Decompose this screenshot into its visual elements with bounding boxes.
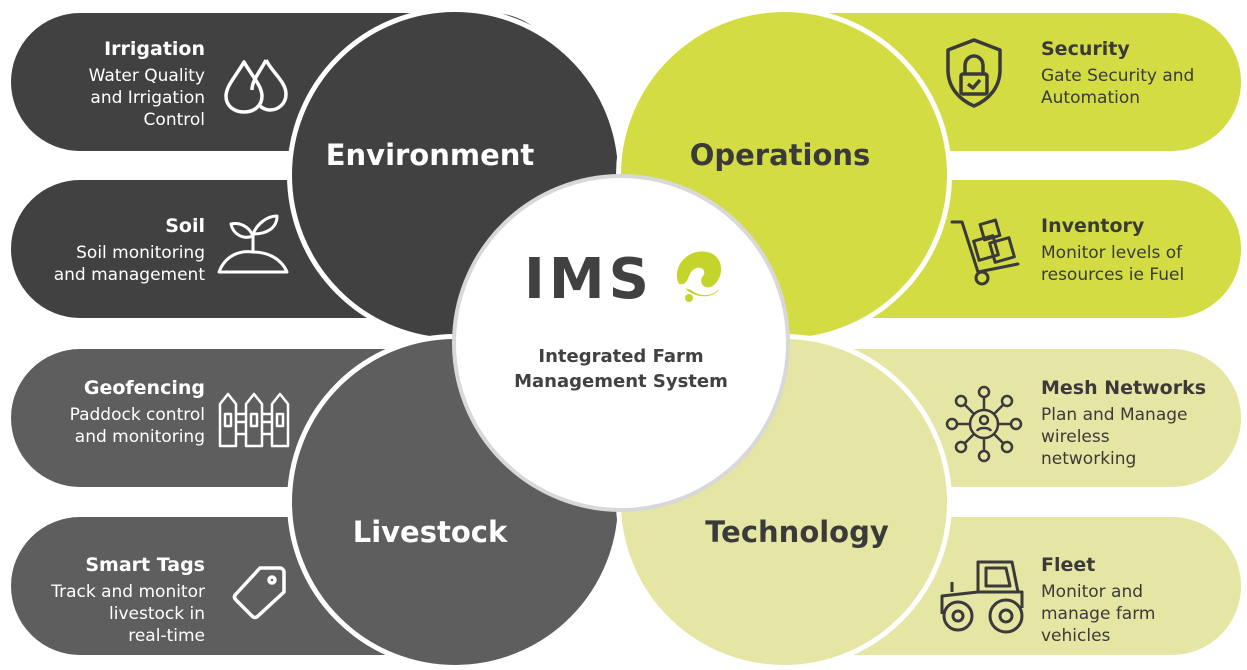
shield-lock-icon [944, 36, 1004, 110]
mesh-networks-desc: Plan and Manage wireless networking [1041, 405, 1188, 469]
mesh-networks-title: Mesh Networks [1041, 377, 1207, 399]
inventory-desc: Monitor levels of resources ie Fuel [1041, 243, 1185, 285]
soil-desc: Soil monitoring and management [53, 243, 205, 285]
fleet-desc: Monitor and manage farm vehicles [1041, 582, 1156, 646]
ims-logo: IMS [524, 248, 734, 318]
category-environment: Environment [325, 138, 535, 172]
seedling-icon [215, 212, 291, 278]
irrigation-desc: Water Quality and Irrigation Control [88, 66, 205, 130]
category-technology: Technology [705, 515, 889, 549]
center-circle [452, 174, 790, 512]
security-desc: Gate Security and Automation [1041, 66, 1195, 108]
geofencing-title: Geofencing [83, 377, 205, 399]
center-subtitle-line1: Integrated Farm [538, 346, 704, 367]
center-subtitle-line2: Management System [514, 371, 728, 392]
irrigation-title: Irrigation [104, 38, 205, 60]
tag-icon [228, 564, 288, 620]
fence-icon [216, 390, 292, 450]
hand-truck-icon [948, 216, 1024, 288]
smart-tags-title: Smart Tags [85, 554, 205, 576]
circle-operations [616, 7, 952, 343]
smart-tags-desc: Track and monitor livestock in real-time [51, 582, 205, 646]
category-operations: Operations [689, 138, 871, 172]
tractor-icon [938, 556, 1028, 634]
geofencing-desc: Paddock control and monitoring [69, 405, 205, 447]
category-livestock: Livestock [352, 515, 508, 549]
leaf-swirl-icon [676, 251, 722, 302]
water-drops-icon [220, 50, 292, 122]
inventory-title: Inventory [1041, 215, 1145, 237]
security-title: Security [1041, 38, 1130, 60]
fleet-title: Fleet [1041, 554, 1096, 576]
network-icon [944, 384, 1024, 464]
ims-logo-text: IMS [524, 247, 653, 312]
soil-title: Soil [165, 215, 205, 237]
